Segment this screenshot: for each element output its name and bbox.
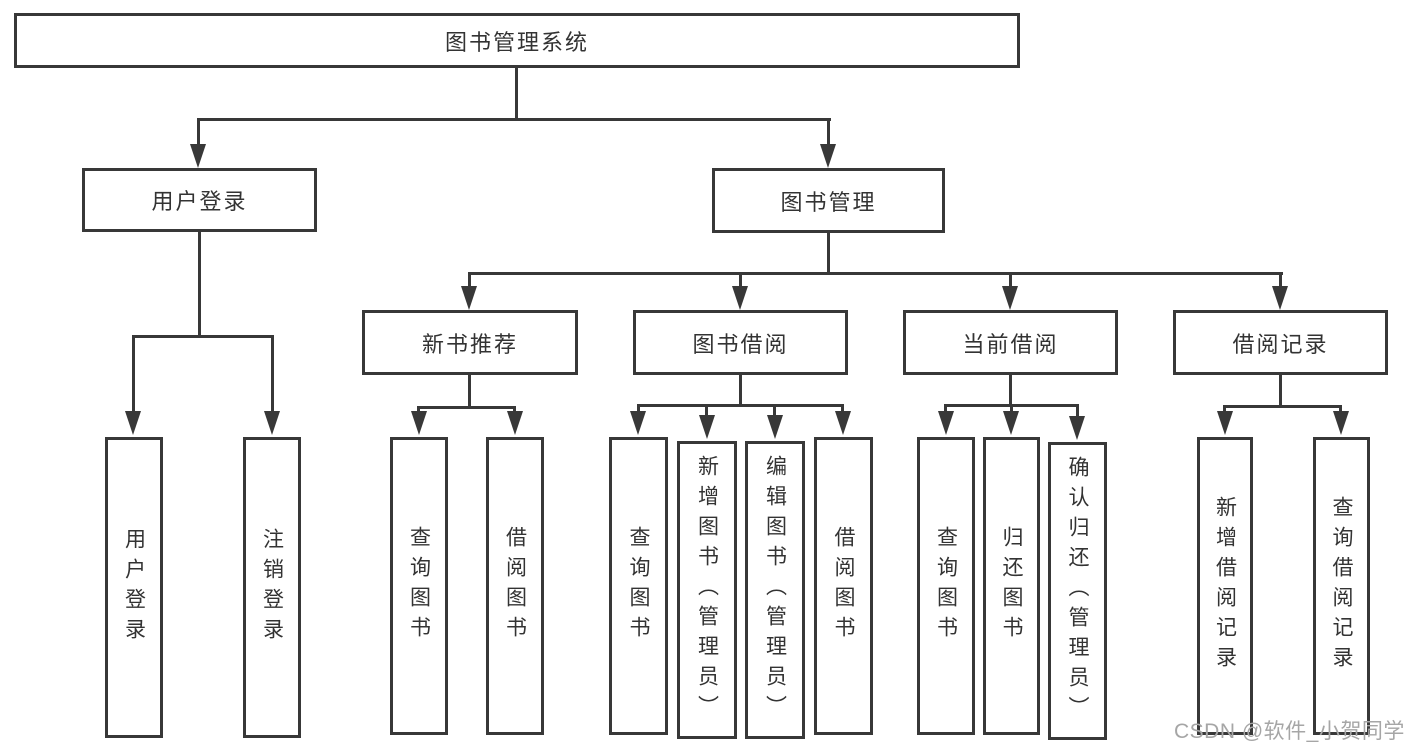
node-root-label: 图书管理系统 (444, 29, 589, 55)
arrow-head (820, 144, 836, 168)
arrow-head (1003, 411, 1019, 435)
leaf-logout-label: 注销登录 (260, 527, 284, 648)
node-user-login: 用户登录 (82, 168, 317, 232)
node-book-borrow: 图书借阅 (633, 310, 848, 375)
leaf-user-login-label: 用户登录 (122, 527, 146, 648)
node-cur-borrow: 当前借阅 (903, 310, 1118, 375)
arrow-head (507, 411, 523, 435)
leaf-borrowrec-add-label: 新增借阅记录 (1213, 496, 1237, 676)
node-book-mgmt: 图书管理 (712, 168, 945, 233)
connector-cb-1 (944, 404, 947, 413)
arrow-head (699, 415, 715, 439)
arrow-head (1069, 416, 1085, 440)
connector-user-stem (198, 232, 201, 335)
connector-newrec-r (513, 406, 516, 413)
connector-br-2 (1339, 405, 1342, 413)
leaf-curborrow-confirm: 确认归还（管理员） (1048, 442, 1107, 740)
leaf-newrec-query-label: 查询图书 (407, 526, 431, 646)
connector-bb-1 (637, 404, 640, 413)
arrow-head (1333, 411, 1349, 435)
arrow-head (1217, 411, 1233, 435)
arrow-head (1002, 286, 1018, 310)
connector-user-right-stem (271, 335, 274, 413)
connector-root-stem (515, 68, 518, 118)
arrow-head (264, 411, 280, 435)
leaf-logout: 注销登录 (243, 437, 301, 738)
leaf-curborrow-query-label: 查询图书 (934, 526, 958, 646)
arrow-head (630, 411, 646, 435)
arrow-head (125, 411, 141, 435)
connector-borrowrec-stem (1279, 375, 1282, 407)
leaf-bookborrow-edit: 编辑图书（管理员） (745, 441, 805, 739)
connector-bookborrow-drop (739, 272, 742, 288)
connector-newrec-l (417, 406, 420, 413)
csdn-watermark: CSDN @软件_小贺同学 (1174, 720, 1405, 743)
node-root: 图书管理系统 (14, 13, 1020, 68)
connector-newrec-drop (468, 272, 471, 288)
leaf-bookborrow-add: 新增图书（管理员） (677, 441, 737, 739)
connector-curborrow-drop (1009, 272, 1012, 288)
leaf-bookborrow-query-label: 查询图书 (627, 526, 650, 646)
connector-user-left-stem (132, 335, 135, 413)
leaf-curborrow-return: 归还图书 (983, 437, 1040, 735)
connector-bookmgmt-stem (827, 233, 830, 273)
leaf-borrowrec-query-label: 查询借阅记录 (1330, 496, 1353, 676)
leaf-bookborrow-borrow-label: 借阅图书 (832, 526, 855, 646)
arrow-head (732, 286, 748, 310)
connector-root-left-stem (197, 118, 200, 148)
arrow-head (1272, 286, 1288, 310)
node-book-borrow-label: 图书借阅 (692, 331, 789, 357)
leaf-bookborrow-add-label: 新增图书（管理员） (695, 455, 719, 725)
connector-bb-2 (705, 404, 708, 417)
arrow-head (461, 286, 477, 310)
leaf-bookborrow-query: 查询图书 (609, 437, 668, 735)
connector-curborrow-stem (1009, 375, 1012, 406)
node-cur-borrow-label: 当前借阅 (962, 331, 1059, 357)
connector-bb-3 (773, 404, 776, 417)
leaf-curborrow-confirm-label: 确认归还（管理员） (1066, 456, 1089, 726)
connector-bookborrow-bar (637, 404, 844, 407)
leaf-borrowrec-add: 新增借阅记录 (1197, 437, 1253, 735)
leaf-newrec-borrow-label: 借阅图书 (503, 526, 527, 646)
connector-root-right-stem (827, 118, 830, 148)
connector-borrowrec-bar (1224, 405, 1342, 408)
connector-newrec-bar (417, 406, 516, 409)
connector-user-bar (132, 335, 274, 338)
connector-bookborrow-stem (739, 375, 742, 406)
node-new-rec-label: 新书推荐 (421, 331, 518, 357)
arrow-head (938, 411, 954, 435)
connector-cb-3 (1076, 404, 1079, 418)
connector-borrowrec-drop (1279, 272, 1282, 288)
connector-bb-4 (841, 404, 844, 413)
connector-bookmgmt-bar (468, 272, 1283, 275)
connector-br-1 (1223, 405, 1226, 413)
leaf-user-login: 用户登录 (105, 437, 163, 738)
node-new-rec: 新书推荐 (362, 310, 578, 375)
arrow-head (411, 411, 427, 435)
node-book-mgmt-label: 图书管理 (780, 189, 877, 215)
arrow-head (190, 144, 206, 168)
node-borrow-rec: 借阅记录 (1173, 310, 1388, 375)
leaf-newrec-query: 查询图书 (390, 437, 448, 735)
node-borrow-rec-label: 借阅记录 (1232, 331, 1329, 357)
leaf-curborrow-query: 查询图书 (917, 437, 975, 735)
leaf-newrec-borrow: 借阅图书 (486, 437, 544, 735)
connector-root-bar (197, 118, 831, 121)
connector-newrec-stem (468, 375, 471, 408)
leaf-curborrow-return-label: 归还图书 (1000, 526, 1023, 646)
leaf-borrowrec-query: 查询借阅记录 (1313, 437, 1370, 735)
node-user-login-label: 用户登录 (151, 189, 248, 214)
connector-cb-2 (1010, 404, 1013, 413)
leaf-bookborrow-borrow: 借阅图书 (814, 437, 873, 735)
arrow-head (835, 411, 851, 435)
arrow-head (767, 415, 783, 439)
leaf-bookborrow-edit-label: 编辑图书（管理员） (763, 455, 787, 725)
